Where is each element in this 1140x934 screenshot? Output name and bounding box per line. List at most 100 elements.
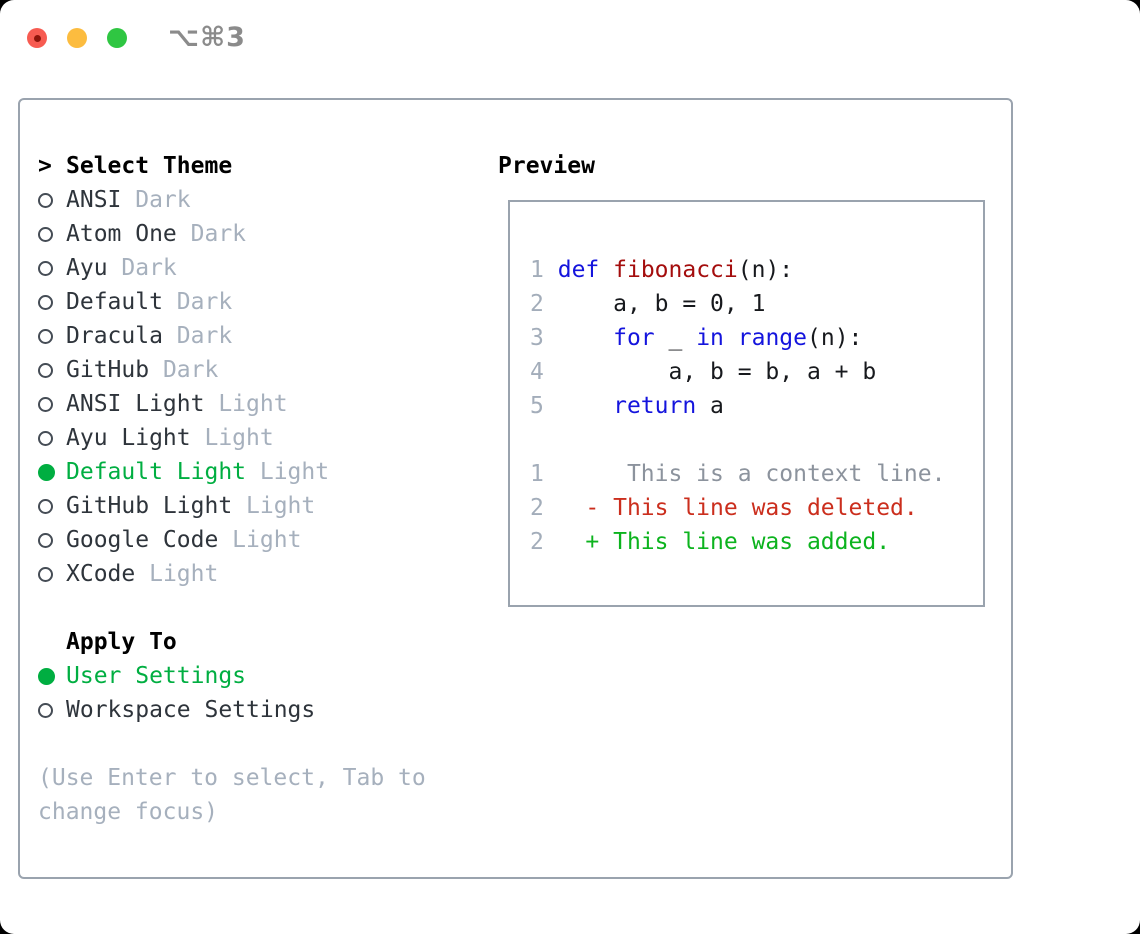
code-token: [544, 393, 613, 419]
theme-option-marker: [38, 463, 66, 481]
theme-option[interactable]: Dracula Dark: [38, 319, 426, 353]
theme-name: Default: [66, 289, 163, 315]
code-token: (n):: [737, 257, 794, 283]
code-line: 2 a, b = 0, 1: [530, 287, 983, 321]
theme-option[interactable]: ANSI Light Light: [38, 387, 426, 421]
code-token: [599, 257, 613, 283]
radio-icon: [38, 566, 53, 582]
theme-option[interactable]: Google Code Light: [38, 523, 426, 557]
radio-icon: [38, 362, 53, 378]
minimize-button[interactable]: [67, 28, 87, 48]
code-line: 3 for _ in range(n):: [530, 321, 983, 355]
theme-variant: Light: [135, 561, 219, 587]
theme-name: Default Light: [66, 459, 247, 485]
theme-option-marker: [38, 430, 66, 446]
radio-selected-icon: [38, 667, 55, 685]
theme-option[interactable]: Ayu Dark: [38, 251, 426, 285]
radio-icon: [38, 396, 53, 412]
apply-option[interactable]: User Settings: [38, 659, 426, 693]
theme-variant: Light: [246, 459, 330, 485]
prompt-icon: >: [38, 153, 52, 179]
line-number: 1: [530, 257, 544, 283]
line-number: 1: [530, 461, 544, 487]
theme-variant: Light: [218, 527, 302, 553]
radio-icon: [38, 192, 53, 208]
theme-option[interactable]: GitHub Light Light: [38, 489, 426, 523]
zoom-button[interactable]: [107, 28, 127, 48]
radio-icon: [38, 430, 53, 446]
close-button[interactable]: [27, 28, 47, 48]
theme-variant: Light: [204, 391, 288, 417]
theme-option-marker: [38, 192, 66, 208]
apply-option-label: Workspace Settings: [66, 697, 316, 723]
apply-option-marker: [38, 667, 66, 685]
theme-option-marker: [38, 532, 66, 548]
radio-icon: [38, 328, 53, 344]
code-token: [544, 257, 558, 283]
line-number: 5: [530, 393, 544, 419]
theme-name: Dracula: [66, 323, 163, 349]
theme-variant: Dark: [176, 221, 247, 247]
line-number: 2: [530, 529, 544, 555]
radio-icon: [38, 498, 53, 514]
code-token: [724, 325, 738, 351]
theme-name: Atom One: [66, 221, 177, 247]
apply-option[interactable]: Workspace Settings: [38, 693, 426, 727]
theme-option-marker: [38, 294, 66, 310]
code-token: + This line was added.: [543, 529, 891, 555]
code-token: for: [613, 325, 655, 351]
code-token: - This line was deleted.: [543, 495, 918, 521]
code-line: 1 This is a context line.: [530, 457, 983, 491]
code-token: [544, 325, 613, 351]
code-token: in: [696, 325, 724, 351]
theme-option-marker: [38, 498, 66, 514]
theme-option-marker: [38, 226, 66, 242]
theme-variant: Light: [232, 493, 316, 519]
help-text: (Use Enter to select, Tab to change focu…: [38, 761, 426, 829]
record-dot-icon: [33, 34, 41, 42]
theme-name: XCode: [66, 561, 136, 587]
theme-variant: Dark: [107, 255, 177, 281]
theme-option[interactable]: Ayu Light Light: [38, 421, 426, 455]
theme-variant: Dark: [121, 187, 191, 213]
code-line: 5 return a: [530, 389, 983, 423]
theme-option[interactable]: Default Dark: [38, 285, 426, 319]
code-token: a, b = 0, 1: [543, 291, 766, 317]
theme-option[interactable]: Default Light Light: [38, 455, 426, 489]
theme-option-marker: [38, 566, 66, 582]
theme-option[interactable]: Atom One Dark: [38, 217, 426, 251]
code-token: This is a context line.: [543, 461, 946, 487]
theme-option-marker: [38, 328, 66, 344]
line-number: 4: [530, 359, 544, 385]
line-number: 2: [530, 291, 544, 317]
theme-name: ANSI: [66, 187, 122, 213]
apply-option-marker: [38, 702, 66, 718]
code-token: _: [654, 325, 697, 351]
apply-option-label: User Settings: [66, 663, 247, 689]
help-line-1: (Use Enter to select, Tab to: [38, 765, 426, 791]
theme-name: Google Code: [66, 527, 219, 553]
code-token: a: [696, 393, 724, 419]
help-line-2: change focus): [38, 799, 219, 825]
code-token: range: [737, 325, 808, 351]
theme-name: GitHub Light: [66, 493, 233, 519]
radio-icon: [38, 702, 53, 718]
code-token: a, b = b, a + b: [543, 359, 877, 385]
theme-option-marker: [38, 260, 66, 276]
code-token: fibonacci: [613, 257, 738, 283]
radio-icon: [38, 294, 53, 310]
apply-to-header: Apply To: [38, 625, 426, 659]
theme-variant: Dark: [162, 289, 233, 315]
select-theme-header: > Select Theme: [38, 149, 426, 183]
code-blank-line: [530, 559, 983, 593]
theme-option[interactable]: XCode Light: [38, 557, 426, 591]
theme-variant: Dark: [149, 357, 219, 383]
theme-name: Ayu Light: [66, 425, 191, 451]
radio-icon: [38, 260, 53, 276]
code-token: return: [613, 393, 697, 419]
theme-option[interactable]: GitHub Dark: [38, 353, 426, 387]
theme-option[interactable]: ANSI Dark: [38, 183, 426, 217]
radio-selected-icon: [38, 463, 55, 481]
